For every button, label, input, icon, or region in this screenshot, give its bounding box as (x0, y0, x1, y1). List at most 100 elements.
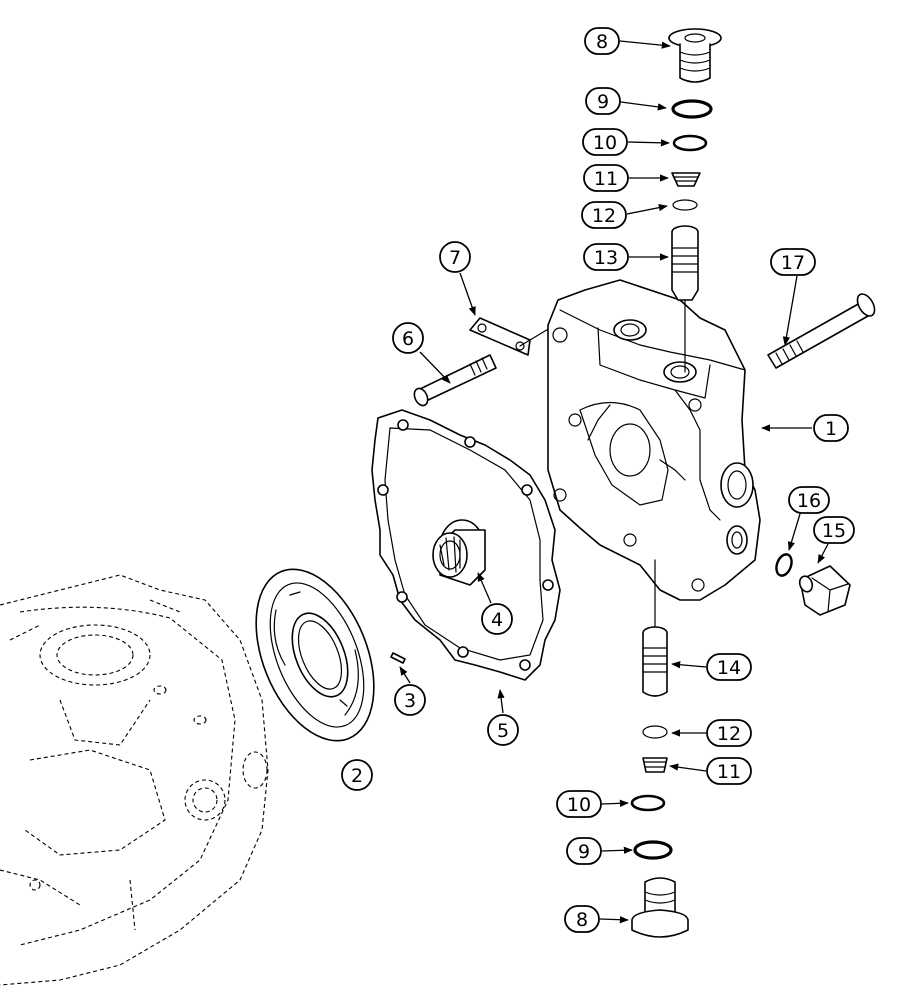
callout-c10-top: 10 (582, 128, 670, 156)
callout-c2: 2 (341, 759, 373, 791)
callout-leader-arrow (477, 572, 492, 604)
callout-leader-arrow (599, 916, 629, 924)
callout-oval (394, 684, 426, 716)
callout-oval (813, 414, 849, 442)
callout-c11-top: 11 (583, 164, 669, 192)
top-ring-part-10 (672, 134, 708, 152)
callout-c7: 7 (439, 241, 476, 316)
spool-part-14 (642, 559, 668, 697)
top-plug-part-8 (668, 28, 722, 83)
callout-oval (706, 719, 752, 747)
housing-part-1 (547, 279, 761, 601)
callout-leader-arrow (459, 272, 476, 316)
callout-number: 8 (576, 909, 588, 931)
callout-number: 17 (781, 252, 805, 274)
callout-oval (584, 27, 620, 55)
callout-c4: 4 (477, 572, 513, 635)
callout-oval (566, 837, 602, 865)
callout-number: 3 (404, 690, 416, 712)
callout-c6: 6 (392, 322, 451, 384)
callout-oval (487, 714, 519, 746)
callout-leader-arrow (419, 351, 451, 384)
callout-oval (392, 322, 424, 354)
callout-c12-top: 12 (581, 201, 668, 229)
bottom-plug-part-8 (631, 877, 689, 938)
callout-oval (583, 243, 629, 271)
o-ring-part-16 (775, 553, 793, 577)
callout-number: 1 (825, 418, 837, 440)
callout-leader-arrow (601, 799, 629, 807)
bottom-seat-part-12 (642, 725, 668, 739)
callout-oval (582, 128, 628, 156)
callout-c15: 15 (813, 516, 855, 564)
callout-oval (439, 241, 471, 273)
callout-leader-arrow (399, 666, 411, 684)
callout-leader-arrow (619, 40, 671, 49)
callout-number: 12 (717, 723, 741, 745)
callout-c8-top: 8 (584, 27, 671, 55)
strap-part-7 (469, 317, 561, 356)
callout-leader-arrow (787, 513, 801, 551)
callout-oval (341, 759, 373, 791)
callout-c5: 5 (487, 689, 519, 746)
callout-number: 7 (449, 247, 461, 269)
callout-oval (481, 603, 513, 635)
callout-oval (770, 248, 816, 276)
pump-housing-dashed (0, 574, 269, 986)
callout-oval (581, 201, 627, 229)
callout-leader-arrow (620, 101, 667, 111)
callout-leader-arrow (671, 661, 707, 669)
callout-leader-arrow (627, 139, 670, 147)
callout-c1: 1 (761, 414, 849, 442)
callout-c3: 3 (394, 666, 426, 716)
callout-number: 5 (497, 720, 509, 742)
callout-c13: 13 (583, 243, 669, 271)
callout-c12-bot: 12 (671, 719, 752, 747)
bottom-spring-part-11 (642, 757, 668, 773)
callout-number: 9 (578, 841, 590, 863)
callout-number: 6 (402, 328, 414, 350)
bearing-part-4 (432, 519, 486, 586)
top-ring-part-9 (671, 99, 713, 119)
bolt-part-6 (413, 354, 497, 407)
callout-oval (585, 87, 621, 115)
callout-number: 10 (593, 132, 617, 154)
bottom-ring-part-9 (633, 840, 673, 860)
callout-leader-arrow (782, 275, 798, 346)
callout-c9-top: 9 (585, 87, 667, 115)
callout-oval (788, 486, 830, 514)
callout-c9-bot: 9 (566, 837, 633, 865)
callout-c8-bot: 8 (564, 905, 629, 933)
callout-leader-arrow (626, 204, 668, 215)
callout-oval (706, 653, 752, 681)
callout-number: 12 (592, 205, 616, 227)
callout-oval (583, 164, 629, 192)
callout-leader-arrow (497, 689, 505, 714)
callout-number: 14 (717, 657, 741, 679)
callout-leader-arrow (817, 543, 829, 564)
callout-oval (813, 516, 855, 544)
top-seat-part-12 (672, 199, 698, 211)
callout-c11-bot: 11 (669, 757, 752, 785)
callout-leader-arrow (601, 846, 633, 854)
callout-number: 4 (491, 609, 503, 631)
bottom-ring-part-10 (630, 794, 666, 812)
callout-number: 11 (594, 168, 618, 190)
pin-part-3 (390, 652, 406, 664)
callout-c14: 14 (671, 653, 752, 681)
callout-number: 13 (594, 247, 618, 269)
callout-number: 15 (822, 520, 846, 542)
callout-c16: 16 (787, 486, 830, 551)
bolt-part-17 (767, 293, 876, 369)
callout-oval (556, 790, 602, 818)
callout-number: 9 (597, 91, 609, 113)
callout-number: 11 (717, 761, 741, 783)
valve-plate-part-2 (255, 568, 375, 742)
callout-c10-bot: 10 (556, 790, 629, 818)
callout-number: 8 (596, 31, 608, 53)
callout-number: 16 (797, 490, 821, 512)
plug-part-15 (798, 565, 851, 616)
callout-number: 10 (567, 794, 591, 816)
